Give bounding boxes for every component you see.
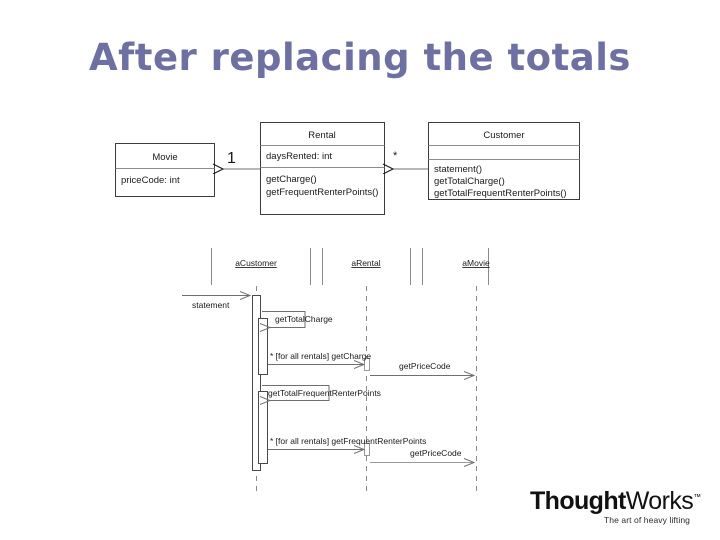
seq-message-get-price-code-2: getPriceCode bbox=[370, 448, 474, 463]
seq-lifeline-labels: aCustomer aRental aMovie bbox=[235, 258, 490, 268]
logo-word-bold: Thought bbox=[530, 487, 626, 515]
class-operation-customer-1: getTotalCharge() bbox=[434, 176, 505, 187]
lifeline-label-arental: aRental bbox=[351, 258, 380, 268]
seq-activations bbox=[252, 295, 370, 471]
logo-word-light: Works bbox=[625, 487, 694, 515]
seq-message-label-get-charge: * [for all rentals] getCharge bbox=[270, 351, 371, 361]
class-operation-customer-2: getTotalFrequentRenterPoints() bbox=[434, 188, 567, 199]
class-attribute-rental-0: daysRented: int bbox=[266, 151, 332, 162]
association-rental-movie: 1 bbox=[223, 150, 260, 169]
seq-message-label-statement: statement bbox=[192, 300, 230, 310]
logo-wordmark: ThoughtWorks™ bbox=[530, 487, 701, 515]
activation-acustomer-main bbox=[252, 295, 261, 471]
seq-object-frames bbox=[211, 248, 489, 285]
seq-message-get-frp: * [for all rentals] getFrequentRenterPoi… bbox=[268, 436, 426, 450]
seq-message-label-get-total-charge: getTotalCharge bbox=[275, 314, 333, 324]
class-name-customer: Customer bbox=[483, 130, 524, 141]
class-name-rental: Rental bbox=[308, 130, 335, 141]
class-attribute-movie-0: priceCode: int bbox=[121, 175, 180, 186]
seq-message-get-total-charge: getTotalCharge bbox=[262, 311, 333, 328]
class-operation-rental-1: getFrequentRenterPoints() bbox=[266, 187, 378, 198]
seq-message-get-price-code-1: getPriceCode bbox=[370, 361, 474, 376]
association-customer-rental: * bbox=[393, 150, 428, 169]
activation-acustomer-total-frp bbox=[258, 391, 268, 464]
association-multiplicity-star: * bbox=[393, 150, 398, 162]
logo-trademark-icon: ™ bbox=[693, 492, 701, 502]
class-operation-customer-0: statement() bbox=[434, 164, 482, 175]
seq-message-get-total-frp: getTotalFrequentRenterPoints bbox=[262, 385, 381, 401]
seq-message-statement: statement bbox=[182, 296, 250, 310]
page-title: After replacing the totals bbox=[89, 36, 631, 79]
seq-message-label-get-price-code-2: getPriceCode bbox=[410, 448, 462, 458]
logo-tagline: The art of heavy lifting bbox=[603, 515, 690, 525]
seq-message-label-get-price-code-1: getPriceCode bbox=[399, 361, 451, 371]
seq-message-label-get-total-frp: getTotalFrequentRenterPoints bbox=[268, 388, 381, 398]
lifeline-label-acustomer: aCustomer bbox=[235, 258, 277, 268]
class-operation-rental-0: getCharge() bbox=[266, 174, 317, 185]
class-name-movie: Movie bbox=[152, 152, 177, 163]
seq-message-get-charge: * [for all rentals] getCharge bbox=[268, 351, 371, 365]
lifeline-label-amovie: aMovie bbox=[462, 258, 490, 268]
class-box-movie: Movie priceCode: int bbox=[115, 143, 215, 197]
seq-message-label-get-frp: * [for all rentals] getFrequentRenterPoi… bbox=[270, 436, 426, 446]
thoughtworks-logo: ThoughtWorks™ The art of heavy lifting bbox=[530, 487, 701, 529]
association-multiplicity-1: 1 bbox=[227, 150, 236, 167]
class-box-customer: Customer statement() getTotalCharge() ge… bbox=[428, 122, 580, 200]
activation-acustomer-total-charge bbox=[258, 318, 268, 375]
